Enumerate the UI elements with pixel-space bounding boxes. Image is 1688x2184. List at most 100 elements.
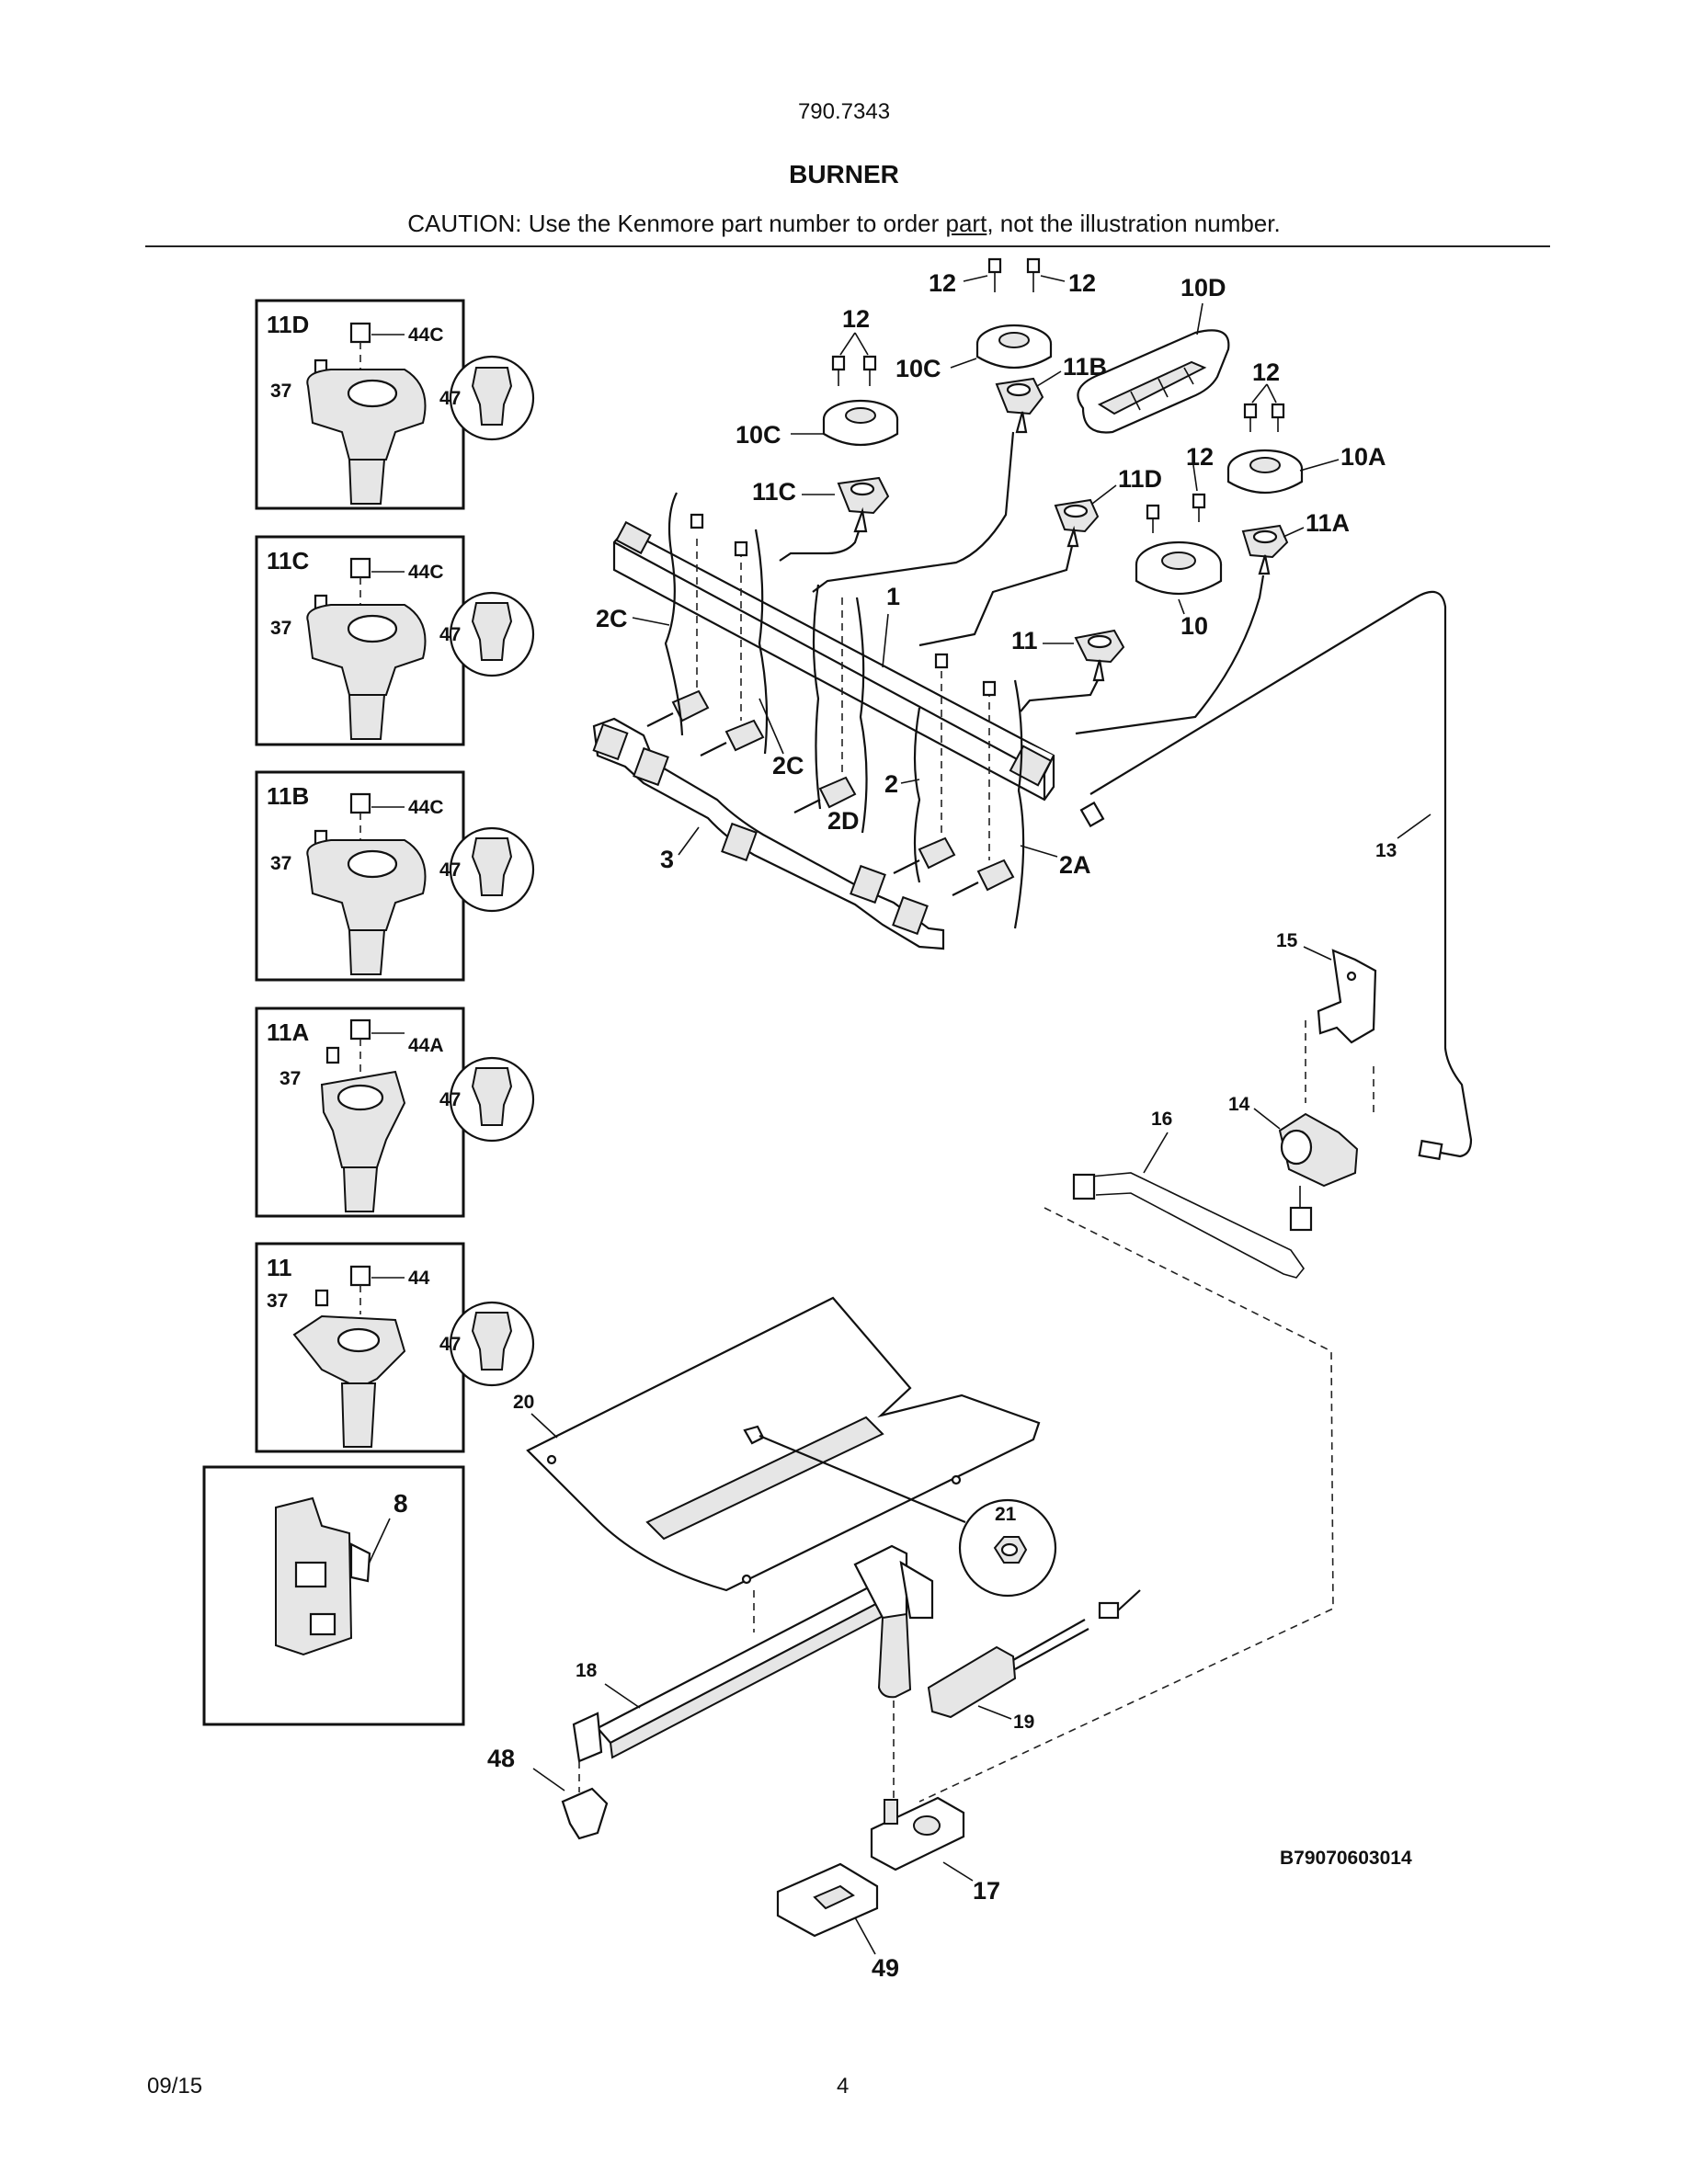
inset-label: 44 <box>408 1268 430 1289</box>
inset-label: 44C <box>408 324 444 346</box>
callout-18: 18 <box>576 1660 598 1681</box>
screw-pair-right <box>1243 383 1285 432</box>
inset-title: 11 <box>267 1254 292 1281</box>
gas-tubes <box>779 431 1473 1161</box>
callout-10a: 10A <box>1340 443 1386 471</box>
lock-nut-21 <box>743 1425 1057 1598</box>
flex-hose-16 <box>1072 1172 1305 1279</box>
callout-49: 49 <box>872 1954 899 1982</box>
valves <box>646 513 1015 896</box>
callout-13: 13 <box>1375 840 1397 861</box>
burner-base-11c <box>837 476 890 533</box>
inset-label: 37 <box>270 381 291 402</box>
figure-code: B79070603014 <box>1280 1848 1412 1869</box>
inset-label: 44A <box>408 1035 444 1056</box>
inset-label: 47 <box>439 388 461 409</box>
callout-19: 19 <box>1013 1712 1034 1733</box>
callout-20: 20 <box>513 1392 534 1413</box>
screw-pair-center <box>1146 464 1206 533</box>
callout-12: 12 <box>1252 358 1280 386</box>
callout-11d: 11D <box>1118 465 1162 493</box>
inset-title: 11D <box>267 311 309 338</box>
header-rule <box>145 245 1550 247</box>
inset-11c: 11C 44C 37 47 <box>255 535 535 746</box>
callout-12: 12 <box>1186 443 1214 471</box>
inset-label: 47 <box>439 1089 461 1110</box>
caution-link-word: part <box>945 210 987 237</box>
caution-text: CAUTION: Use the Kenmore part number to … <box>407 210 946 237</box>
valve-cover-49 <box>776 1862 879 1938</box>
page-number: 4 <box>837 2074 850 2099</box>
inset-label: 44C <box>408 562 444 583</box>
callout-11a: 11A <box>1306 509 1350 537</box>
callout-2d: 2D <box>827 807 860 835</box>
burner-head-10 <box>1135 540 1223 595</box>
burner-base-11b <box>995 377 1044 434</box>
callout-10c: 10C <box>736 421 781 449</box>
burner-base-11 <box>1074 629 1125 682</box>
callout-10d: 10D <box>1180 274 1226 301</box>
footer-date: 09/15 <box>147 2074 203 2099</box>
callout-48: 48 <box>487 1745 515 1772</box>
inset-title: 11A <box>267 1018 309 1046</box>
callout-21: 21 <box>995 1504 1017 1525</box>
callout-2: 2 <box>884 770 898 798</box>
inset-label: 47 <box>439 859 461 881</box>
callout-12: 12 <box>929 269 956 297</box>
regulator-14 <box>1278 1112 1359 1232</box>
burner-head-10c-top <box>975 324 1053 370</box>
callout-3: 3 <box>660 846 674 873</box>
callout-17: 17 <box>973 1877 1000 1905</box>
inset-11a: 11A 44A 37 47 <box>255 1007 535 1218</box>
callout-16: 16 <box>1151 1109 1172 1130</box>
inset-label: 37 <box>267 1291 288 1312</box>
model-number: 790.7343 <box>797 99 891 124</box>
caution-text-end: , not the illustration number. <box>987 210 1281 237</box>
callout-2a: 2A <box>1059 851 1091 879</box>
inset-8-spark-module: 8 <box>202 1465 465 1726</box>
oven-burner-18 <box>572 1544 934 1763</box>
screw-pair-top <box>963 257 1066 292</box>
burner-base-11d <box>1054 498 1100 548</box>
inset-label: 47 <box>439 624 461 645</box>
screw-pair-mid-left <box>831 332 877 386</box>
burner-head-10c <box>822 399 899 447</box>
valve-bracket-3 <box>592 717 945 950</box>
callout-2c: 2C <box>772 752 804 779</box>
caution-note: CAUTION: Use the Kenmore part number to … <box>0 210 1688 238</box>
inset-title: 11B <box>267 782 309 810</box>
callout-14: 14 <box>1228 1094 1250 1115</box>
inset-title: 11C <box>267 547 309 574</box>
manifold-1 <box>612 520 1055 802</box>
callout-12: 12 <box>842 305 870 333</box>
page-title: BURNER <box>789 160 899 188</box>
callout-10c: 10C <box>895 355 941 382</box>
inset-11b: 11B 44C 37 47 <box>255 770 535 982</box>
callout-12: 12 <box>1068 269 1096 297</box>
burner-base-11a <box>1241 524 1289 575</box>
inset-label: 37 <box>270 853 291 874</box>
callout-15: 15 <box>1276 930 1298 951</box>
inset-label: 44C <box>408 797 444 818</box>
bracket-15 <box>1305 949 1377 1116</box>
inset-label: 37 <box>279 1068 301 1089</box>
burner-head-10a <box>1226 449 1304 495</box>
oven-valve-17 <box>870 1701 965 1871</box>
inset-11: 11 44 37 47 <box>255 1242 535 1453</box>
inset-title: 8 <box>393 1489 408 1518</box>
igniter-19 <box>927 1589 1141 1719</box>
callout-2c: 2C <box>596 605 628 632</box>
callout-10: 10 <box>1180 612 1208 640</box>
inset-label: 47 <box>439 1334 461 1355</box>
callout-11c: 11C <box>752 478 796 506</box>
dashed-connection <box>918 1207 1334 1803</box>
inset-label: 37 <box>270 618 291 639</box>
callout-11: 11 <box>1011 627 1038 654</box>
group-brackets <box>664 492 1025 929</box>
clip-48 <box>561 1761 609 1840</box>
oven-baffle-20 <box>526 1296 1041 1592</box>
callout-1: 1 <box>886 583 900 610</box>
inset-11d: 11D 44C 37 47 <box>255 299 535 510</box>
grill-cover-10d <box>1077 329 1230 434</box>
